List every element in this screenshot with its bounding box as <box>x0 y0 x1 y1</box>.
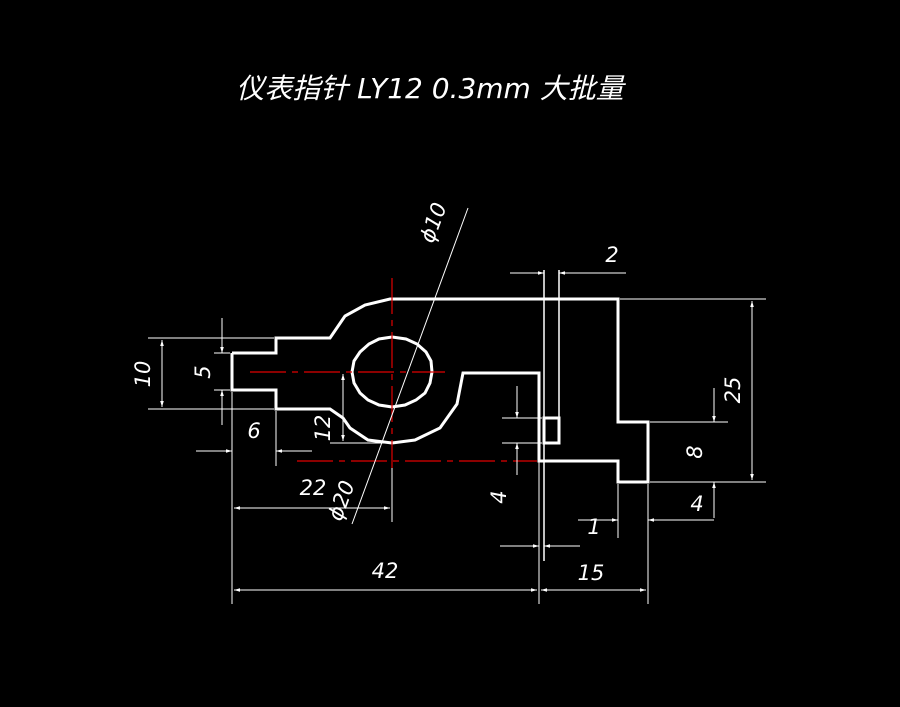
slot-outline <box>542 416 561 445</box>
extension-lines <box>148 207 766 604</box>
part-outline <box>230 270 650 561</box>
dim-4-slot-text: 4 <box>487 490 511 503</box>
dimension-texts: ϕ10 2 10 5 6 12 22 ϕ20 4 1 25 8 4 42 15 <box>131 199 745 585</box>
dim-8-text: 8 <box>683 445 707 458</box>
dim-15-text: 15 <box>578 561 605 585</box>
dim-25-text: 25 <box>721 377 745 404</box>
dia10-leader <box>351 207 469 525</box>
center-lines <box>250 278 537 468</box>
dim-4-right-text: 4 <box>690 492 703 516</box>
dim-22-text: 22 <box>300 476 327 500</box>
dim-42-text: 42 <box>372 559 399 583</box>
outline-upper <box>230 297 650 484</box>
dim-1-text: 1 <box>587 515 600 539</box>
dim-5-text: 5 <box>191 365 215 378</box>
dim-2-text: 2 <box>605 243 618 267</box>
dimension-lines <box>160 271 754 592</box>
dim-6-text: 6 <box>247 419 260 443</box>
drawing-title: 仪表指针 LY12 0.3mm 大批量 <box>236 72 626 105</box>
dim-dia10-text: ϕ10 <box>415 199 451 245</box>
dim-12-text: 12 <box>311 415 335 442</box>
dim-10-text: 10 <box>131 361 155 388</box>
